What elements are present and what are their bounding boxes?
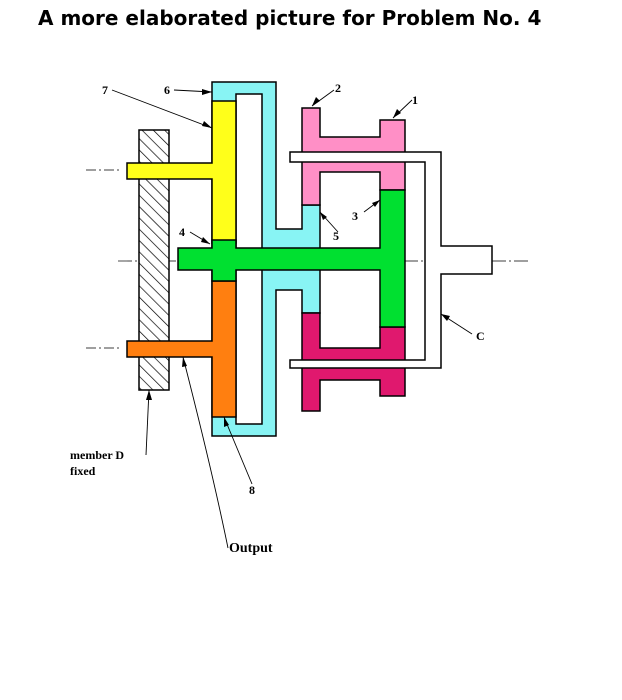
leader-8: [223, 416, 253, 485]
label-4: 4: [179, 225, 185, 239]
arrow-2: [312, 97, 320, 106]
label-2: 2: [335, 81, 341, 95]
arrow-5: [320, 212, 327, 220]
arrow-8: [224, 417, 229, 427]
label-member-d: member D: [70, 448, 124, 462]
label-7: 7: [102, 83, 108, 97]
label-6: 6: [164, 83, 170, 97]
arrow-3: [372, 200, 380, 207]
arrow-output: [182, 357, 187, 367]
leader-member-d: [145, 389, 150, 456]
gear-8: [126, 280, 237, 418]
label-1: 1: [412, 93, 418, 107]
arrow-c: [441, 314, 450, 321]
label-3: 3: [352, 209, 358, 223]
arrow-6: [202, 89, 212, 95]
arrow-4: [201, 237, 210, 244]
leader-output: [182, 356, 229, 549]
gear-3-shaft: [177, 189, 406, 328]
carrier-c: [289, 151, 493, 369]
label-5: 5: [333, 229, 339, 243]
arrow-7: [202, 121, 212, 128]
label-output: Output: [229, 541, 273, 556]
page-title: A more elaborated picture for Problem No…: [38, 6, 542, 30]
label-fixed: fixed: [70, 464, 96, 478]
label-c: C: [476, 329, 485, 343]
label-8: 8: [249, 483, 255, 497]
arrow-1: [393, 109, 401, 118]
leader-7: [111, 89, 213, 129]
arrowheads: [146, 89, 450, 427]
arrow-member-d: [146, 390, 152, 400]
